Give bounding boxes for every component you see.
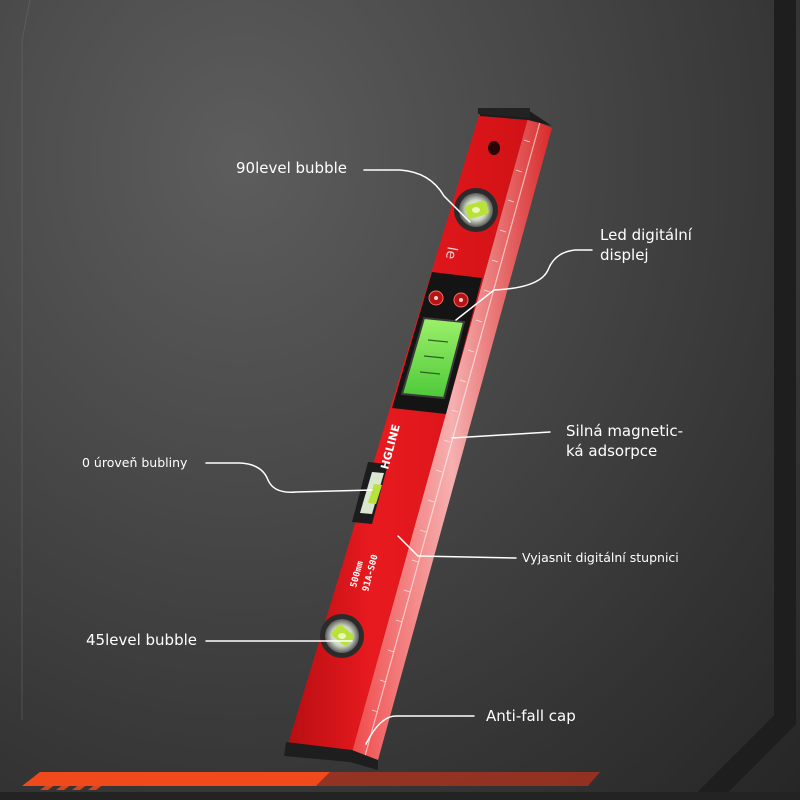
callout-45-level-bubble: 45level bubble: [86, 631, 197, 649]
measurement-scale: [371, 139, 531, 713]
engraved-mark: le: [442, 245, 460, 260]
callout-led-display-line1: Led digitální: [600, 226, 692, 244]
bubble-vial-45: [320, 614, 364, 658]
callout-led-display: Led digitální displej: [600, 225, 692, 265]
bubble-vial-90: [454, 188, 498, 232]
right-dark-edge: [697, 0, 796, 800]
callout-magnetic: Silná magnetic- ká adsorpce: [566, 421, 683, 461]
callout-magnetic-line1: Silná magnetic-: [566, 422, 684, 440]
level-front-face: [288, 112, 528, 752]
bubble-vial-0: [352, 462, 388, 524]
hanging-hole: [488, 141, 500, 155]
callout-leaders: [205, 169, 593, 745]
digital-display-panel: [392, 272, 482, 414]
callout-led-display-line2: displej: [600, 246, 649, 264]
callout-anti-fall-cap: Anti-fall cap: [486, 707, 576, 725]
callout-90-level-bubble: 90level bubble: [236, 159, 347, 177]
callout-magnetic-line2: ká adsorpce: [566, 442, 658, 460]
bottom-orange-stripe: [22, 772, 330, 786]
callout-0-level-bubble: 0 úroveň bubliny: [82, 455, 188, 470]
stripe-hatch: [40, 784, 104, 790]
callout-digital-scale: Vyjasnit digitální stupnici: [522, 550, 679, 565]
anti-fall-cap-shape: [284, 742, 378, 770]
lcd-screen: [400, 316, 466, 400]
